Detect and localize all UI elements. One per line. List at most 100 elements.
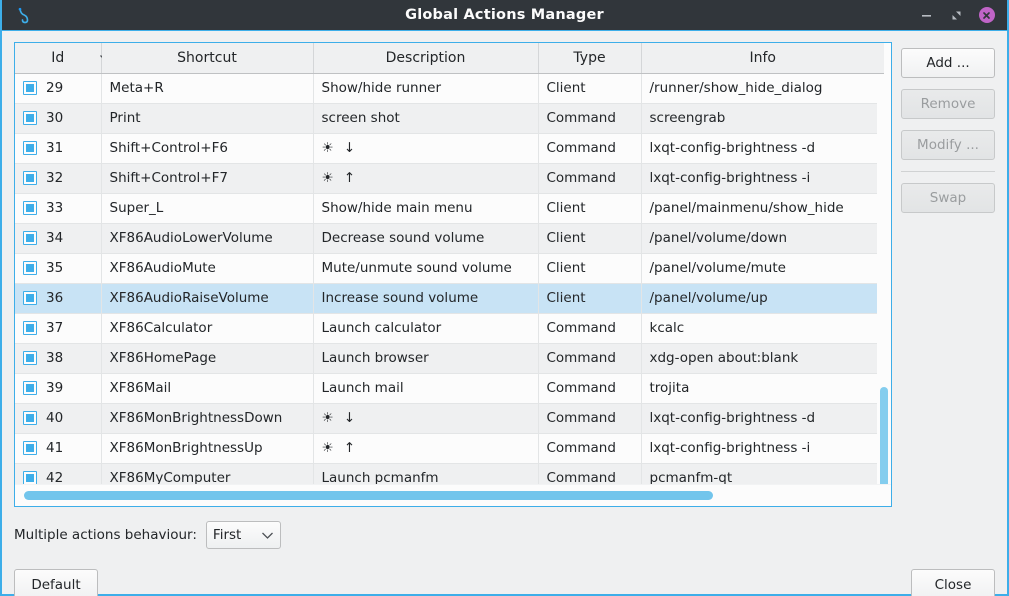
cell-info: lxqt-config-brightness -d: [641, 133, 884, 164]
id-cell-content: 38: [23, 350, 93, 366]
row-checkbox[interactable]: [23, 441, 37, 455]
minimize-button[interactable]: [918, 7, 935, 24]
checkbox-mark-icon: [26, 84, 34, 92]
remove-button[interactable]: Remove: [901, 89, 995, 119]
checkbox-mark-icon: [26, 384, 34, 392]
checkbox-mark-icon: [26, 324, 34, 332]
minimize-icon: [922, 14, 931, 17]
row-checkbox[interactable]: [23, 381, 37, 395]
row-id-label: 36: [46, 290, 64, 306]
lxqt-logo-icon: [18, 7, 29, 24]
cell-description: ☀ ↓: [313, 403, 539, 434]
checkbox-mark-icon: [26, 294, 34, 302]
bottom-section: Multiple actions behaviour: First Defaul…: [14, 507, 995, 596]
cell-info: /panel/volume/mute: [641, 253, 884, 284]
row-id-label: 39: [46, 380, 64, 396]
cell-shortcut: Shift+Control+F7: [101, 163, 314, 194]
behaviour-row: Multiple actions behaviour: First: [14, 521, 995, 549]
add-button[interactable]: Add ...: [901, 48, 995, 78]
cell-id: 35: [15, 253, 102, 284]
column-header-id[interactable]: Id: [15, 43, 111, 74]
maximize-icon: [952, 11, 961, 19]
row-checkbox[interactable]: [23, 411, 37, 425]
row-checkbox[interactable]: [23, 141, 37, 155]
checkbox-mark-icon: [26, 204, 34, 212]
row-checkbox[interactable]: [23, 471, 37, 484]
cell-id: 32: [15, 163, 102, 194]
cell-id: 41: [15, 433, 102, 464]
row-id-label: 40: [46, 410, 64, 426]
swap-button[interactable]: Swap: [901, 183, 995, 213]
cell-type: Client: [538, 253, 642, 284]
maximize-button[interactable]: [948, 7, 965, 24]
vertical-scrollbar-thumb[interactable]: [880, 387, 888, 506]
row-checkbox[interactable]: [23, 351, 37, 365]
cell-shortcut: XF86MonBrightnessDown: [101, 403, 314, 434]
cell-description: ☀ ↑: [313, 433, 539, 464]
cell-description: ☀ ↑: [313, 163, 539, 194]
row-checkbox[interactable]: [23, 171, 37, 185]
default-button[interactable]: Default: [14, 569, 98, 596]
cell-description: Launch mail: [313, 373, 539, 404]
cell-id: 38: [15, 343, 102, 374]
modify-button[interactable]: Modify ...: [901, 130, 995, 160]
checkbox-mark-icon: [26, 234, 34, 242]
checkbox-mark-icon: [26, 414, 34, 422]
cell-description: Mute/unmute sound volume: [313, 253, 539, 284]
cell-type: Client: [538, 73, 642, 104]
row-checkbox[interactable]: [23, 201, 37, 215]
window-title: Global Actions Manager: [405, 7, 604, 23]
cell-id: 36: [15, 283, 102, 314]
checkbox-mark-icon: [26, 444, 34, 452]
behaviour-select[interactable]: First: [205, 521, 281, 549]
upper-section: Id Shortcut Description Type Info 29 Meta…: [14, 42, 995, 507]
cell-description: Decrease sound volume: [313, 223, 539, 254]
column-header-description[interactable]: Description: [313, 43, 539, 74]
cell-id: 42: [15, 463, 102, 484]
cell-id: 39: [15, 373, 102, 404]
cell-shortcut: Meta+R: [101, 73, 314, 104]
actions-table-viewport: Id Shortcut Description Type Info 29 Meta…: [15, 43, 891, 484]
cell-description: Show/hide runner: [313, 73, 539, 104]
row-checkbox[interactable]: [23, 261, 37, 275]
column-header-type[interactable]: Type: [538, 43, 642, 74]
actions-table: Id Shortcut Description Type Info 29 Meta…: [15, 43, 884, 484]
cell-info: /panel/mainmenu/show_hide: [641, 193, 884, 224]
cell-id: 30: [15, 103, 102, 134]
column-header-info[interactable]: Info: [641, 43, 884, 74]
row-checkbox[interactable]: [23, 81, 37, 95]
row-id-label: 38: [46, 350, 64, 366]
cell-id: 34: [15, 223, 102, 254]
close-dialog-button[interactable]: Close: [911, 569, 995, 596]
row-checkbox[interactable]: [23, 291, 37, 305]
horizontal-scrollbar[interactable]: [15, 484, 891, 506]
close-button[interactable]: [978, 7, 995, 24]
row-checkbox[interactable]: [23, 111, 37, 125]
id-cell-content: 29: [23, 80, 93, 96]
vertical-scrollbar[interactable]: [877, 74, 890, 506]
cell-info: xdg-open about:blank: [641, 343, 884, 374]
horizontal-scrollbar-thumb[interactable]: [24, 491, 713, 500]
cell-info: /panel/volume/down: [641, 223, 884, 254]
column-header-shortcut[interactable]: Shortcut: [101, 43, 314, 74]
cell-info: /panel/volume/up: [641, 283, 884, 314]
row-id-label: 30: [46, 110, 64, 126]
cell-shortcut: Shift+Control+F6: [101, 133, 314, 164]
row-checkbox[interactable]: [23, 321, 37, 335]
row-checkbox[interactable]: [23, 231, 37, 245]
